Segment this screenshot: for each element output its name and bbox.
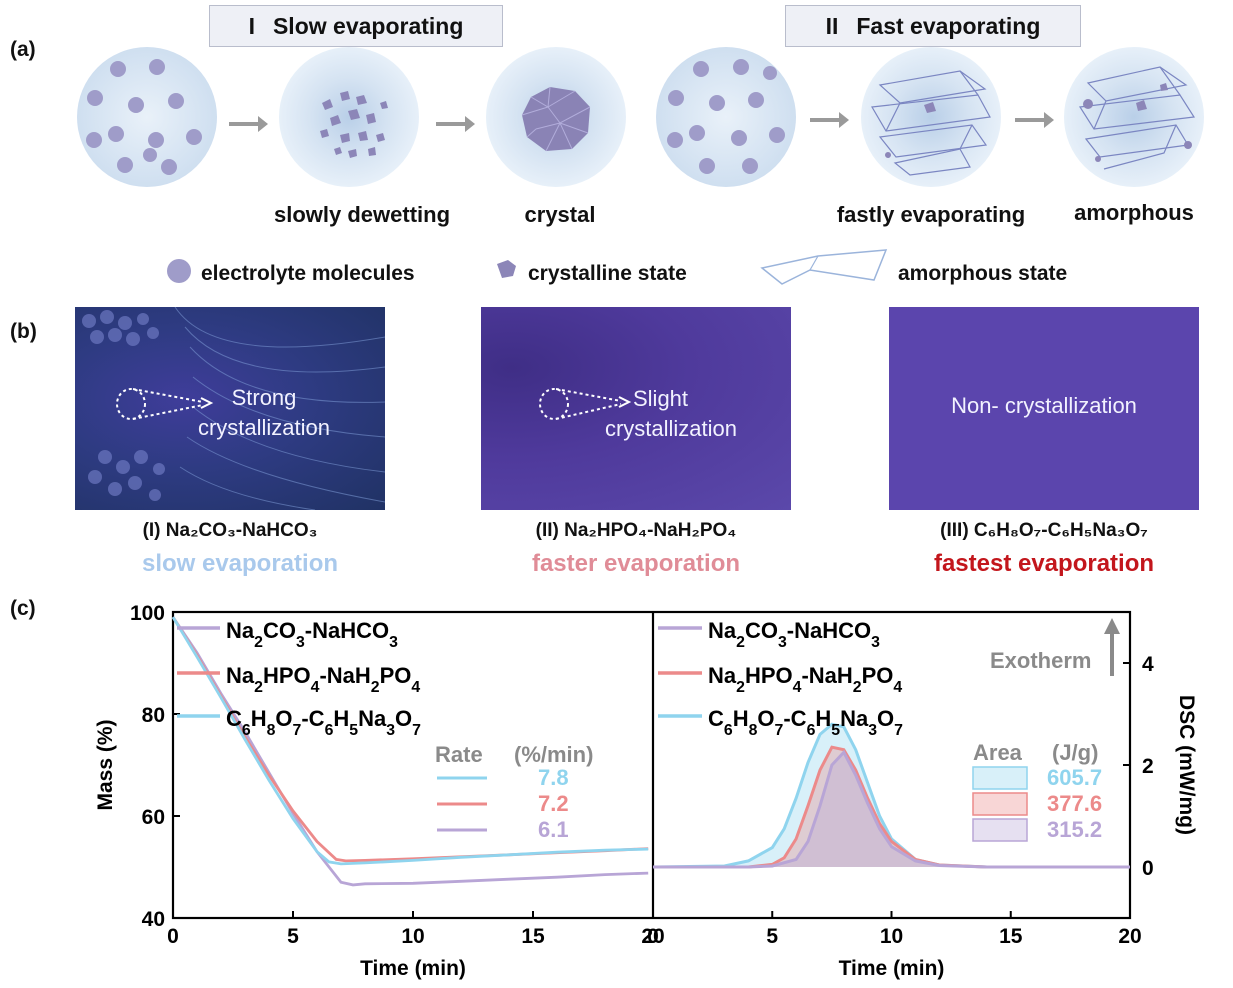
- fast-initial-disc: [656, 47, 796, 187]
- x-tick-label: 20: [641, 925, 664, 948]
- area-swatch: [972, 792, 1028, 816]
- rate-label-faster: faster evaporation: [531, 550, 741, 577]
- area-swatch: [972, 766, 1028, 790]
- plot-frame: [171, 610, 1132, 920]
- dewetting-disc: [279, 47, 419, 187]
- legend-amorphous-state: amorphous state: [898, 262, 1068, 285]
- x-tick-label: 15: [999, 925, 1023, 948]
- caption-crystal: crystal: [524, 202, 596, 227]
- legend-crystalline-state: crystalline state: [528, 262, 687, 285]
- amorphous-disc: [1064, 47, 1204, 187]
- dsc-legend-label: Na2HPO4-NaH2PO4: [708, 663, 902, 696]
- x-tick-label: 5: [287, 925, 299, 948]
- slow-evaporating-banner: I Slow evaporating: [209, 5, 503, 47]
- exotherm-arrow-head: [1104, 618, 1120, 634]
- panel-b-label: (b): [10, 320, 37, 343]
- x-tick-label: 0: [647, 925, 659, 948]
- dsc-line-0: [653, 749, 1130, 869]
- area-value: 377.6: [1047, 791, 1102, 816]
- x-tick-label: 10: [401, 925, 424, 948]
- photo-1-text-line2: crystallization: [197, 414, 331, 440]
- compound-label-1: (I) Na₂CO₃-NaHCO₃: [142, 520, 318, 541]
- compound-label-2: (II) Na₂HPO₄-NaH₂PO₄: [535, 520, 737, 541]
- x-tick-label: 10: [880, 925, 903, 948]
- photo-3-text: Non- crystallization: [951, 393, 1137, 418]
- compound-label-3: (III) C₆H₈O₇-C₆H₅Na₃O₇: [940, 520, 1148, 541]
- x-tick-label: 0: [167, 925, 179, 948]
- arrow-1: [229, 116, 268, 132]
- banner-numeral: II: [825, 12, 839, 39]
- dsc-legend-label: C6H8O7-C6H5Na3O7: [708, 706, 903, 739]
- y-tick-label: 80: [142, 704, 165, 727]
- photo-strong-crystallization: Strong crystallization: [75, 307, 385, 510]
- area-value: 605.7: [1047, 765, 1102, 790]
- tga-legend-label: Na2CO3-NaHCO3: [226, 618, 398, 651]
- area-unit-header: (J/g): [1052, 740, 1098, 765]
- exotherm-label: Exotherm: [990, 648, 1091, 673]
- rate-value: 6.1: [538, 817, 569, 842]
- area-header: Area: [973, 740, 1023, 765]
- y-tick-label: 60: [142, 806, 165, 829]
- y-tick-label: 40: [142, 908, 165, 931]
- fast-evaporating-banner: II Fast evaporating: [785, 5, 1081, 47]
- rate-value: 7.8: [538, 765, 569, 790]
- panel-c-label: (c): [10, 597, 36, 620]
- caption-fastly-evaporating: fastly evaporating: [836, 202, 1026, 227]
- crystal-texture: [82, 307, 385, 510]
- y-tick-label: 4: [1142, 653, 1154, 676]
- photo-2-text-line2: crystallization: [604, 415, 738, 441]
- banner-numeral: I: [248, 12, 255, 39]
- tga-legend-label: C6H8O7-C6H5Na3O7: [226, 706, 421, 739]
- y-tick-label: 100: [130, 602, 165, 625]
- tga-line-2: [171, 616, 649, 866]
- caption-slowly-dewetting: slowly dewetting: [273, 202, 451, 227]
- photo-non-crystallization: Non- crystallization: [889, 307, 1199, 510]
- photo-2-text-line1: Slight: [633, 386, 689, 411]
- y-tick-label: 0: [1142, 857, 1154, 880]
- panel-a-label: (a): [10, 38, 36, 61]
- crystalline-state-icon: [497, 260, 516, 278]
- tga-line-0: [171, 616, 649, 887]
- rate-label-slow: slow evaporation: [141, 550, 339, 577]
- photo-slight-crystallization: Slight crystallization: [481, 307, 791, 510]
- caption-amorphous: amorphous: [1074, 200, 1194, 225]
- arrow-4: [1015, 112, 1054, 128]
- tga-legend-label: Na2HPO4-NaH2PO4: [226, 663, 420, 696]
- arrow-3: [810, 112, 849, 128]
- electrolyte-molecule-icon: [167, 259, 191, 283]
- x-tick-label: 5: [766, 925, 778, 948]
- legend-electrolyte-molecules: electrolyte molecules: [201, 262, 415, 285]
- dsc-legend-label: Na2CO3-NaHCO3: [708, 618, 880, 651]
- x-axis-label: Time (min): [839, 957, 945, 980]
- area-swatch: [972, 818, 1028, 842]
- evaporation-schematic: [77, 47, 1204, 187]
- y-tick-label: 2: [1142, 755, 1154, 778]
- crystal-disc: [486, 47, 626, 187]
- initial-solution-disc: [77, 47, 217, 187]
- x-tick-label: 15: [521, 925, 545, 948]
- amorphous-state-icon: [760, 249, 888, 285]
- banner-text: Slow evaporating: [272, 12, 464, 39]
- y-axis-label: Mass (%): [94, 719, 117, 810]
- fast-evaporating-disc: [861, 47, 1001, 187]
- photo-1-text-line1: Strong: [231, 385, 297, 410]
- x-tick-label: 20: [1118, 925, 1141, 948]
- x-axis-label: Time (min): [360, 957, 466, 980]
- rate-label-fastest: fastest evaporation: [933, 550, 1155, 577]
- rate-unit-header: (%/min): [514, 742, 593, 767]
- area-value: 315.2: [1047, 817, 1102, 842]
- rate-value: 7.2: [538, 791, 569, 816]
- y-axis-label: DSC (mW/mg): [1175, 695, 1198, 835]
- arrow-2: [436, 116, 475, 132]
- slight-texture: [539, 388, 632, 420]
- rate-header: Rate: [435, 742, 483, 767]
- banner-text: Fast evaporating: [856, 12, 1041, 39]
